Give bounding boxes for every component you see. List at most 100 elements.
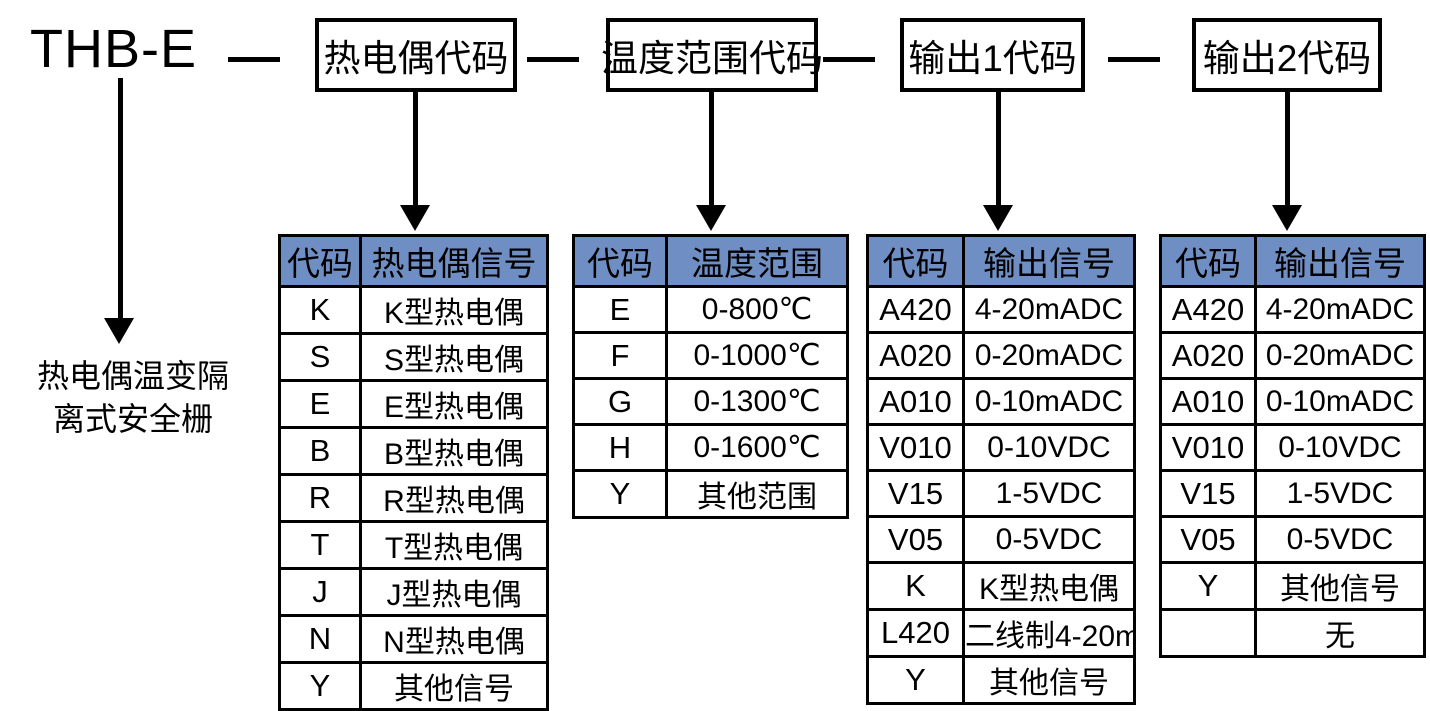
cell-code: V05 <box>1159 515 1257 564</box>
cell-code: V010 <box>1159 423 1257 472</box>
code-box-output1-label: 输出1代码 <box>908 38 1077 79</box>
cell-signal: 4-20mADC <box>1254 285 1426 334</box>
cell-code: E <box>278 379 362 429</box>
cell-signal: 0-5VDC <box>1254 515 1426 564</box>
model-code-diagram: THB-E 热电偶代码 温度范围代码 输出1代码 输出2代码 热电偶温变隔 离式… <box>8 18 1426 711</box>
product-description-line-2: 离式安全栅 <box>52 401 213 438</box>
cell-code: H <box>572 423 668 472</box>
cell-code: N <box>278 614 362 664</box>
code-box-temperature-range-label: 温度范围代码 <box>601 38 823 79</box>
cell-signal: E型热电偶 <box>359 379 549 429</box>
product-description-line-1: 热电偶温变隔 <box>36 358 229 394</box>
cell-signal: T型热电偶 <box>359 520 549 570</box>
cell-code: A010 <box>866 377 965 426</box>
connector-line-output1 <box>996 92 1001 210</box>
cell-code: A010 <box>1159 377 1257 426</box>
cell-signal: 0-1600℃ <box>665 423 849 472</box>
cell-signal: 0-1000℃ <box>665 331 849 380</box>
code-box-thermocouple: 热电偶代码 <box>315 18 517 92</box>
table-header-row: 代码 输出信号 <box>866 234 1136 288</box>
cell-code: V15 <box>866 469 965 518</box>
connector-line-product <box>118 78 123 323</box>
cell-signal: 其他信号 <box>359 661 549 711</box>
separator-dash-2 <box>527 57 579 62</box>
connector-arrow-output2 <box>1272 205 1302 231</box>
column-header-code: 代码 <box>866 234 965 288</box>
table-header-row: 代码 热电偶信号 <box>278 234 549 288</box>
column-header-code: 代码 <box>278 234 362 288</box>
cell-signal: 其他信号 <box>1254 561 1426 611</box>
cell-signal: 0-1300℃ <box>665 377 849 426</box>
cell-signal: 1-5VDC <box>1254 469 1426 518</box>
separator-dash-4 <box>1108 57 1160 62</box>
cell-code: A420 <box>1159 285 1257 334</box>
code-box-temperature-range: 温度范围代码 <box>601 18 823 92</box>
cell-code: V05 <box>866 515 965 564</box>
cell-signal: B型热电偶 <box>359 426 549 476</box>
code-box-output2-label: 输出2代码 <box>1202 38 1372 79</box>
cell-code: A020 <box>1159 331 1257 380</box>
cell-code: G <box>572 377 668 426</box>
product-description: 热电偶温变隔 离式安全栅 <box>8 355 258 441</box>
cell-signal: J型热电偶 <box>359 567 549 617</box>
cell-code: E <box>572 285 668 334</box>
cell-signal: 1-5VDC <box>962 469 1136 518</box>
connector-line-thermocouple <box>413 92 418 210</box>
table-header-row: 代码 输出信号 <box>1159 234 1426 288</box>
cell-code: A020 <box>866 331 965 380</box>
model-prefix-label: THB-E <box>30 19 197 79</box>
cell-code: L420 <box>866 608 965 658</box>
connector-arrow-thermocouple <box>400 205 430 231</box>
table-row: 无 <box>1159 608 1426 658</box>
separator-dash-3 <box>823 57 875 62</box>
cell-code: V010 <box>866 423 965 472</box>
cell-signal: 无 <box>1254 608 1426 658</box>
cell-signal: 0-10mADC <box>962 377 1136 426</box>
cell-signal: 0-20mADC <box>1254 331 1426 380</box>
cell-code: Y <box>572 469 668 519</box>
cell-signal: 0-10VDC <box>1254 423 1426 472</box>
cell-signal: N型热电偶 <box>359 614 549 664</box>
cell-code: K <box>278 285 362 335</box>
cell-code <box>1159 608 1257 658</box>
separator-dash-1 <box>228 57 280 62</box>
cell-code: R <box>278 473 362 523</box>
column-header-code: 代码 <box>572 234 668 288</box>
column-header-signal: 输出信号 <box>962 234 1136 288</box>
column-header-signal: 热电偶信号 <box>359 234 549 288</box>
connector-arrow-temperature-range <box>696 205 726 231</box>
cell-code: T <box>278 520 362 570</box>
connector-arrow-product <box>104 318 134 344</box>
cell-signal: 4-20mADC <box>962 285 1136 334</box>
connector-arrow-output1 <box>983 205 1013 231</box>
cell-code: K <box>866 561 965 611</box>
table-header-row: 代码 温度范围 <box>572 234 849 288</box>
cell-code: F <box>572 331 668 380</box>
cell-signal: 其他范围 <box>665 469 849 519</box>
